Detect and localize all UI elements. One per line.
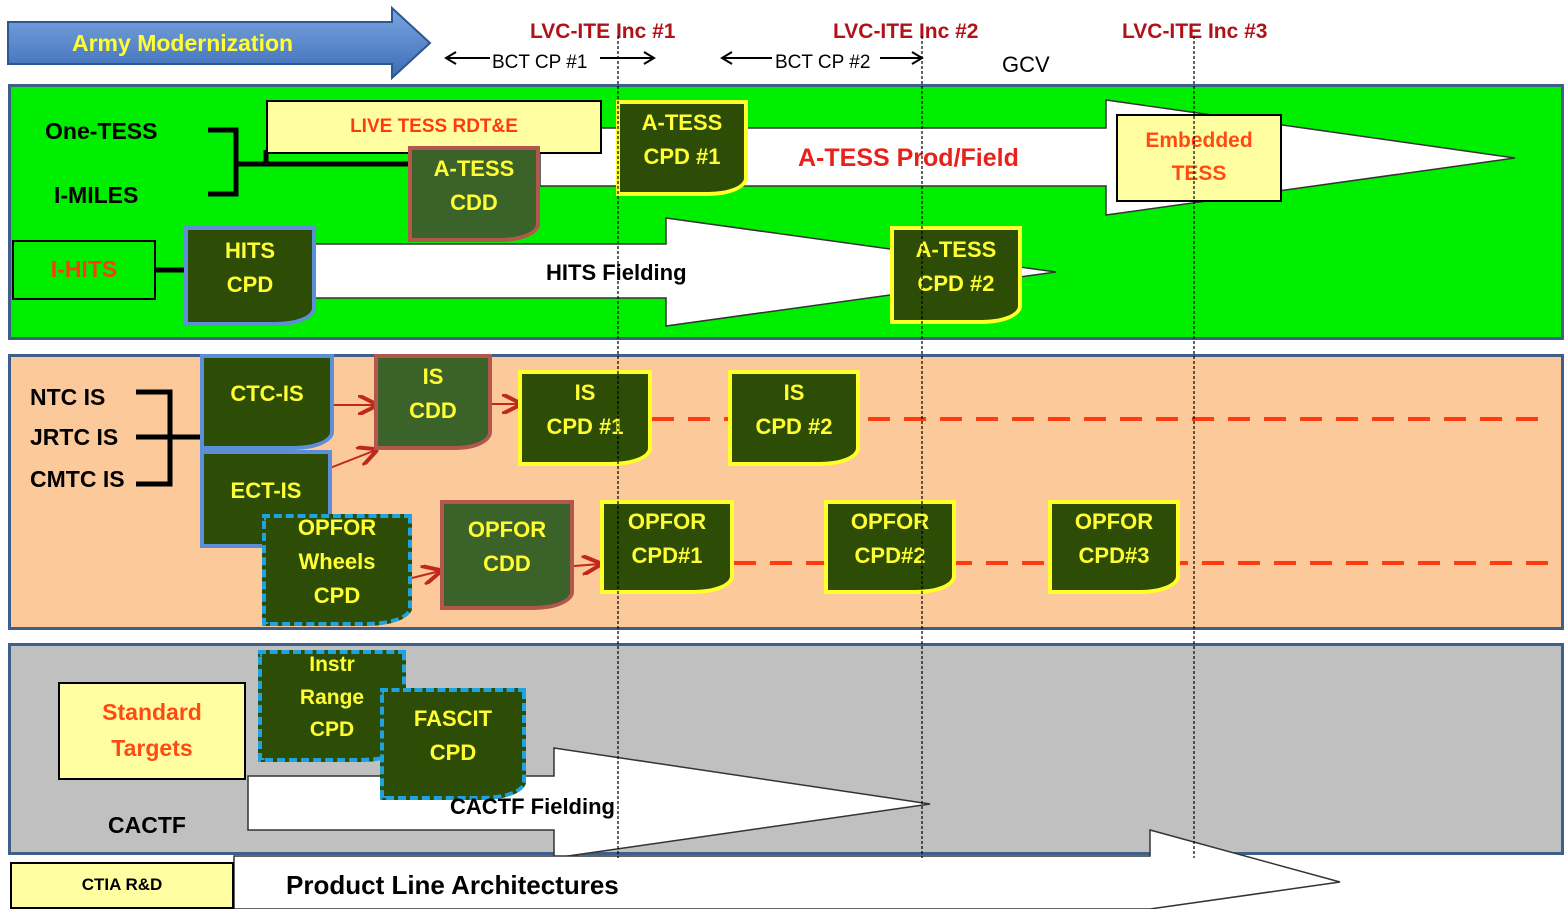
ect-to-is-cdd	[329, 450, 376, 469]
cmtc-is-label: CMTC IS	[30, 466, 125, 492]
atess-cdd-label: A-TESS CDD	[433, 155, 515, 215]
opfor-cdd-doc: OPFOR CDD	[440, 500, 574, 610]
i-hits-label: I-HITS	[50, 256, 118, 283]
is-cpd1-label: IS CPD #1	[546, 379, 624, 439]
standard-targets-box: Standard Targets	[58, 682, 246, 780]
bct-cp2-label: BCT CP #2	[775, 52, 871, 73]
ect-is-label: ECT-IS	[230, 477, 302, 503]
is-cdd-label: IS CDD	[409, 363, 457, 423]
is-cpd2-label: IS CPD #2	[755, 379, 833, 439]
opfor-cpd3-doc: OPFOR CPD#3	[1048, 500, 1180, 594]
bct-cp1-label: BCT CP #1	[492, 52, 588, 73]
product-line-label: Product Line Architectures	[286, 870, 619, 900]
hits-cpd-label: HITS CPD	[224, 237, 276, 297]
tess-bracket	[208, 127, 410, 197]
hits-fielding-arrow	[299, 217, 1057, 327]
cactf-fielding-label: CACTF Fielding	[450, 794, 615, 819]
atess-cpd1-doc: A-TESS CPD #1	[616, 100, 748, 196]
ctia-label: CTIA R&D	[81, 875, 163, 895]
lvc-ite-inc3: LVC-ITE Inc #3	[1122, 20, 1268, 43]
live-tess-box: LIVE TESS RDT&E	[266, 100, 602, 154]
jrtc-is-label: JRTC IS	[30, 424, 119, 450]
gcv-label: GCV	[1002, 52, 1050, 77]
atess-cpd1-label: A-TESS CPD #1	[641, 109, 723, 169]
ntc-is-label: NTC IS	[30, 384, 106, 410]
opfor-wheels-doc: OPFOR Wheels CPD	[262, 514, 412, 626]
atess-cpd2-label: A-TESS CPD #2	[915, 236, 997, 296]
hits-fielding-label: HITS Fielding	[546, 260, 687, 285]
opfor-wheels-label: OPFOR Wheels CPD	[297, 514, 377, 609]
bct-cp1-arrow	[444, 51, 656, 65]
fascit-doc: FASCIT CPD	[380, 688, 526, 800]
opfor-cdd-to-cpd1	[573, 564, 600, 566]
product-line-arrow	[233, 829, 1341, 909]
opfor-cpd3-label: OPFOR CPD#3	[1074, 508, 1154, 568]
instr-range-label: Instr Range CPD	[299, 653, 365, 742]
is-cpd2-doc: IS CPD #2	[728, 370, 860, 466]
atess-cpd2-doc: A-TESS CPD #2	[890, 226, 1022, 324]
i-miles-label: I-MILES	[54, 182, 139, 208]
opfor-cpd2-doc: OPFOR CPD#2	[824, 500, 956, 594]
opfor-cpd1-doc: OPFOR CPD#1	[600, 500, 734, 594]
fascit-label: FASCIT CPD	[413, 705, 493, 765]
cactf-fielding-arrow	[247, 747, 931, 859]
wheels-to-opfor-cdd	[411, 571, 440, 578]
one-tess-label: One-TESS	[45, 118, 158, 144]
ctia-box: CTIA R&D	[10, 862, 234, 909]
cactf-label: CACTF	[108, 812, 186, 838]
atess-cdd-doc: A-TESS CDD	[408, 146, 540, 242]
lvc-ite-inc1: LVC-ITE Inc #1	[530, 20, 676, 43]
is-cpd1-doc: IS CPD #1	[518, 370, 652, 466]
ctc-is-label: CTC-IS	[230, 380, 304, 406]
is-cdd-doc: IS CDD	[374, 354, 492, 450]
standard-targets-label: Standard Targets	[102, 699, 202, 761]
opfor-cdd-label: OPFOR CDD	[467, 516, 547, 576]
i-hits-box: I-HITS	[12, 240, 156, 300]
embedded-tess-label: Embedded TESS	[1145, 129, 1253, 185]
hits-cpd-doc: HITS CPD	[184, 226, 316, 326]
opfor-cpd2-label: OPFOR CPD#2	[850, 508, 930, 568]
lvc-ite-inc2: LVC-ITE Inc #2	[833, 20, 979, 43]
ctc-is-doc: CTC-IS	[200, 354, 334, 450]
army-modernization-arrow	[7, 5, 432, 81]
live-tess-label: LIVE TESS RDT&E	[350, 116, 518, 138]
ctc-bracket	[136, 389, 204, 487]
bct-cp2-arrow	[720, 51, 924, 65]
atess-prod-label: A-TESS Prod/Field	[798, 144, 1019, 172]
army-modernization-label: Army Modernization	[72, 30, 294, 56]
opfor-cpd1-label: OPFOR CPD#1	[627, 508, 707, 568]
embedded-tess-box: Embedded TESS	[1116, 114, 1282, 202]
